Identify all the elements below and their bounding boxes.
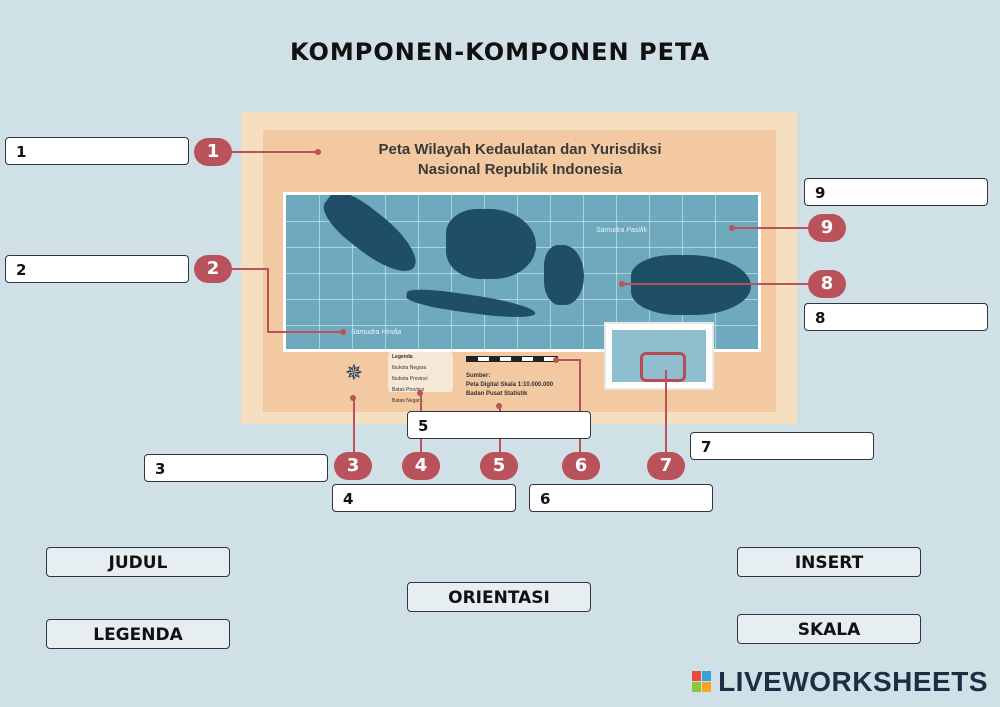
sulawesi-island [544,245,584,305]
answer-box-8[interactable]: 8 [804,303,988,331]
inset-highlight [640,352,686,382]
answer-box-9[interactable]: 9 [804,178,988,206]
marker-8: 8 [808,270,846,298]
word-tile-orientasi[interactable]: ORIENTASI [407,582,591,612]
legend-item: Batas Provinsi [392,387,424,393]
map-scale-bar [466,356,558,362]
marker-5: 5 [480,452,518,480]
papua-island [631,255,751,315]
source-line: Peta Digital Skala 1:10.000.000 [466,382,554,388]
map-inset [604,322,714,390]
map-legend: Legenda Ibukota Negara Ibukota Provinsi … [388,352,453,404]
legend-title: Legenda [392,354,413,360]
map-title-line2: Nasional Republik Indonesia [417,161,623,178]
liveworksheets-logo-icon [692,671,712,693]
word-tile-skala[interactable]: SKALA [737,614,921,644]
borneo-island [446,209,536,279]
word-tile-judul[interactable]: JUDUL [46,547,230,577]
map-source: Sumber: Peta Digital Skala 1:10.000.000 … [466,372,576,399]
answer-box-5[interactable]: 5 [407,411,591,439]
word-tile-legenda[interactable]: LEGENDA [46,619,230,649]
word-tile-insert[interactable]: INSERT [737,547,921,577]
brand-name: LIVEWORKSHEETS [718,666,988,697]
marker-4: 4 [402,452,440,480]
map-title: Peta Wilayah Kedaulatan dan Yurisdiksi N… [270,140,770,180]
marker-2: 2 [194,255,232,283]
answer-box-1[interactable]: 1 [5,137,189,165]
answer-box-4[interactable]: 4 [332,484,516,512]
marker-3: 3 [334,452,372,480]
legend-item: Ibukota Negara [392,365,427,371]
answer-box-6[interactable]: 6 [529,484,713,512]
sumatra-island [315,195,427,283]
sea-label-pacific: Samudra Pasifik [596,227,647,234]
source-line: Sumber: [466,373,491,379]
marker-1: 1 [194,138,232,166]
marker-9: 9 [808,214,846,242]
source-line: Badan Pusat Statistik [466,391,528,397]
legend-item: Batas Negara [392,398,423,404]
map-title-line1: Peta Wilayah Kedaulatan dan Yurisdiksi [378,141,662,158]
legend-item: Ibukota Provinsi [392,376,428,382]
answer-box-2[interactable]: 2 [5,255,189,283]
answer-box-3[interactable]: 3 [144,454,328,482]
marker-6: 6 [562,452,600,480]
answer-box-7[interactable]: 7 [690,432,874,460]
page-title: KOMPONEN-KOMPONEN PETA [289,38,711,66]
marker-7: 7 [647,452,685,480]
sea-label-indian: Samudra Hindia [351,329,402,336]
compass-icon: ✵ [344,361,364,386]
